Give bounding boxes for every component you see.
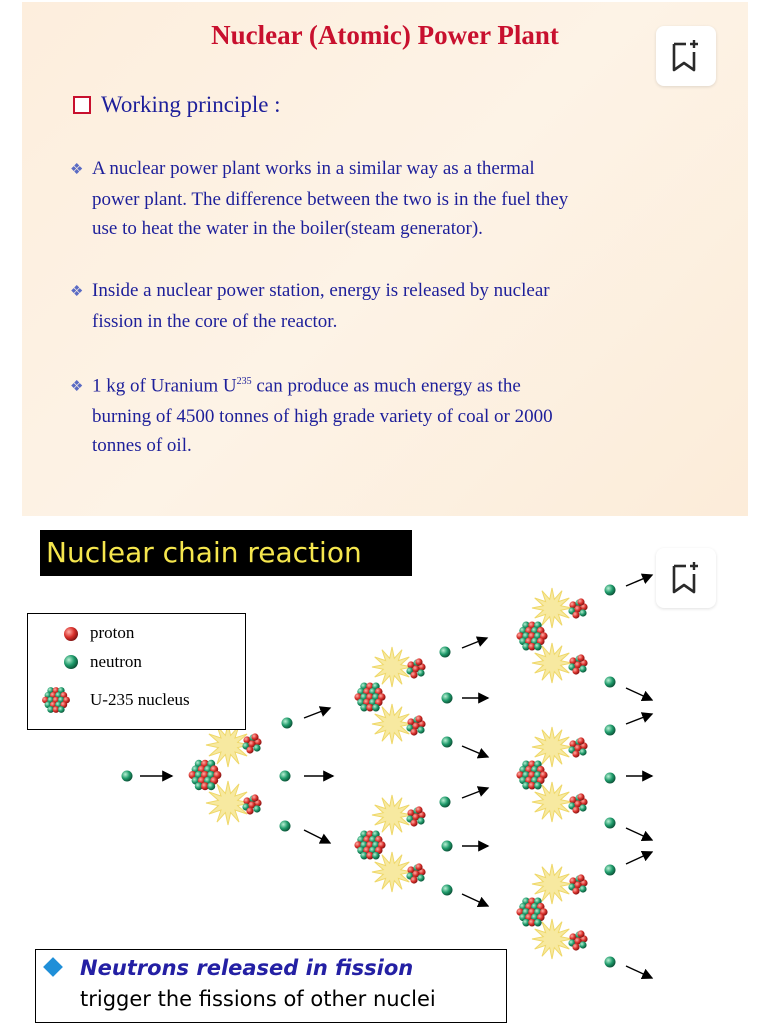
arrow <box>625 965 654 979</box>
neutron <box>604 584 616 596</box>
arrow <box>625 827 654 841</box>
neutron <box>279 770 291 782</box>
section-heading-text: Working principle : <box>101 92 281 117</box>
neutron <box>441 840 453 852</box>
arrow <box>461 893 490 907</box>
fragment-nucleus <box>568 598 588 619</box>
bullet-1-line-2: power plant. The difference between the … <box>92 189 569 210</box>
chain-reaction-title: Nuclear chain reaction <box>40 530 412 576</box>
fragment-nucleus <box>568 874 588 895</box>
bullet-3-text-pre: 1 kg of Uranium U <box>92 375 237 397</box>
neutron <box>279 820 291 832</box>
fragment-nucleus <box>568 737 588 758</box>
slide-chain-reaction <box>22 524 748 1020</box>
u235-nucleus <box>516 621 548 651</box>
fragment-nucleus <box>242 733 262 754</box>
neutron <box>441 736 453 748</box>
diamond-bullet-icon: ❖ <box>70 379 84 396</box>
neutron-icon <box>64 655 78 669</box>
nucleus-icon <box>42 687 70 713</box>
arrow <box>625 712 654 725</box>
bullet-3: ❖ 1 kg of Uranium U235 can produce as muc… <box>70 367 710 460</box>
fragment-nucleus <box>242 794 262 815</box>
fission-flash <box>531 587 573 629</box>
legend-neutron-label: neutron <box>90 652 142 671</box>
arrow <box>625 687 654 701</box>
u235-nucleus <box>354 830 386 860</box>
bullet-1-line-1: A nuclear power plant works in a similar… <box>92 158 535 179</box>
u235-nucleus <box>516 760 548 790</box>
arrow <box>625 851 654 865</box>
u235-nucleus <box>188 759 222 791</box>
neutron <box>439 646 451 658</box>
legend-proton-label: proton <box>90 623 135 642</box>
fragment-nucleus <box>568 793 588 814</box>
bookmark-add-icon <box>672 40 698 72</box>
bookmark-add-button-2[interactable] <box>656 548 716 608</box>
fragment-nucleus <box>568 654 588 675</box>
fragment-nucleus <box>406 863 426 884</box>
fission-flash <box>531 918 573 960</box>
bullet-2: ❖ Inside a nuclear power station, energy … <box>70 276 710 336</box>
arrow <box>461 786 490 799</box>
slide-title: Nuclear (Atomic) Power Plant <box>211 20 559 50</box>
fragment-nucleus <box>406 658 426 679</box>
bullet-3-line-3: tonnes of oil. <box>92 435 192 457</box>
slide-working-principle <box>22 2 748 516</box>
bookmark-add-button[interactable] <box>656 26 716 86</box>
checkbox-square-icon <box>73 96 91 114</box>
arrow <box>303 706 332 719</box>
bullet-2-line-1: Inside a nuclear power station, energy i… <box>92 280 550 301</box>
caption-box: Neutrons released in fission trigger the… <box>35 949 507 1023</box>
neutron <box>604 864 616 876</box>
fragment-nucleus <box>406 715 426 736</box>
bullet-1-line-3: use to heat the water in the boiler(stea… <box>92 218 483 239</box>
fission-flash <box>531 863 573 905</box>
arrow <box>625 573 654 587</box>
bullet-3-line-2: burning of 4500 tonnes of high grade var… <box>92 406 553 428</box>
u235-nucleus <box>516 897 548 927</box>
fission-flash <box>371 794 413 836</box>
fission-flash <box>531 726 573 768</box>
caption-line-2: trigger the fissions of other nuclei <box>80 987 436 1011</box>
neutron <box>604 956 616 968</box>
arrow <box>303 829 332 844</box>
fission-flash <box>371 703 413 745</box>
arrow <box>461 745 490 759</box>
neutron <box>604 817 616 829</box>
fission-flash <box>371 851 413 893</box>
bullet-3-superscript: 235 <box>236 376 252 387</box>
incoming-neutron <box>121 770 133 782</box>
bullet-3-text-post: can produce as much energy as the <box>251 375 521 397</box>
fission-flash <box>371 646 413 688</box>
arrow <box>461 636 489 649</box>
neutron <box>604 676 616 688</box>
neutron <box>441 692 453 704</box>
proton-icon <box>64 627 78 641</box>
bullet-1: ❖ A nuclear power plant works in a simila… <box>70 154 710 243</box>
fragment-nucleus <box>406 806 426 827</box>
legend-graphics <box>42 627 78 713</box>
section-heading: Working principle : <box>73 92 281 118</box>
diamond-bullet-icon: ❖ <box>70 284 84 300</box>
neutron <box>439 796 451 808</box>
bookmark-add-icon <box>672 562 698 594</box>
neutron <box>281 717 293 729</box>
diamond-bullet-icon <box>43 957 63 977</box>
bullet-2-line-2: fission in the core of the reactor. <box>92 311 338 332</box>
neutron <box>604 772 616 784</box>
caption-line-1: Neutrons released in fission <box>80 956 414 980</box>
fission-flash <box>531 642 573 684</box>
neutron <box>441 884 453 896</box>
legend: proton neutron U-235 nucleus <box>27 613 246 730</box>
fission-flash <box>531 781 573 823</box>
neutron <box>604 724 616 736</box>
legend-nucleus-label: U-235 nucleus <box>90 690 190 709</box>
u235-nucleus <box>354 682 386 712</box>
fragment-nucleus <box>568 930 588 951</box>
diamond-bullet-icon: ❖ <box>70 162 84 178</box>
fission-flash <box>205 780 251 826</box>
